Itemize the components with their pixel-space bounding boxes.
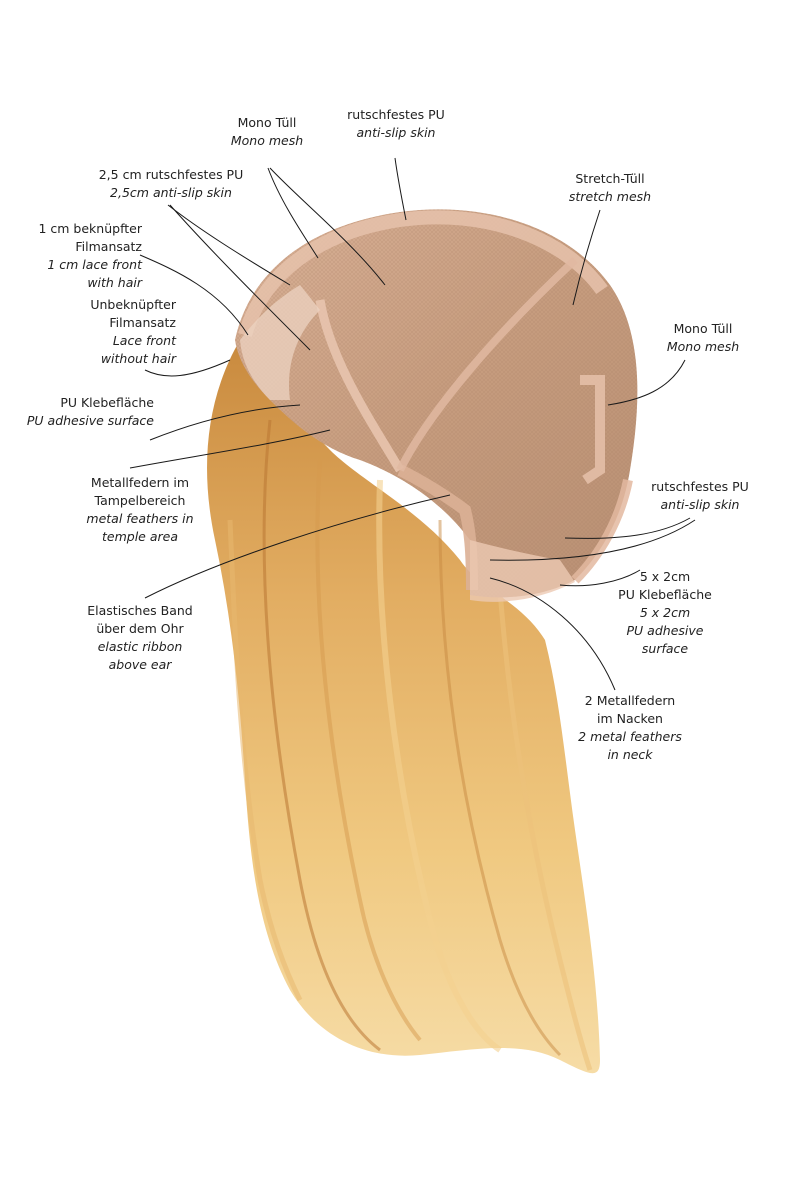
callout-en-line: 2 metal feathers [578,729,682,744]
hair [207,340,600,1074]
callout-de-line: PU Klebefläche [60,395,154,410]
callout-de-line: Unbeknüpfter [90,297,176,312]
callout-en-line: 5 x 2cm [639,605,691,620]
callout-en-line: anti-slip skin [660,497,740,512]
callout-de-line: 2 Metallfedern [584,693,676,708]
callout-en-line: Mono mesh [666,339,740,354]
callout-en-line: anti-slip skin [356,125,436,140]
callout-en-line: PU adhesive [626,623,704,638]
callout-en-line: Mono mesh [230,133,304,148]
leader-rutschfestes-pu-right-a [564,517,691,539]
callout-de-line: 1 cm beknüpfter [38,221,142,236]
leader-metallfedern-neck [489,577,616,691]
callout-de-line: Mono Tüll [237,115,297,130]
callout-en-line: PU adhesive surface [26,413,154,428]
callout-pu-klebeflache: PU Klebefläche PU adhesive surface [10,394,154,430]
leader-metallfedern-temple [129,429,331,469]
leader-unbeknupfter [144,359,231,377]
callout-de-line: im Nacken [597,711,663,726]
callout-pu-klebeflache-5x2: 5 x 2cm PU Klebefläche 5 x 2cm PU adhesi… [610,568,720,658]
callout-de-line: Metallfedern im [90,475,190,490]
callout-de-line: 2,5 cm rutschfestes PU [98,167,244,182]
callout-de-line: Filmansatz [109,315,176,330]
callout-de-line: Stretch-Tüll [575,171,645,186]
callout-rutschfestes-pu-top: rutschfestes PU anti-slip skin [338,106,454,142]
leader-rutschfestes-25-b [169,204,311,351]
leader-stretch-tull [572,209,601,306]
callout-rutschfestes-25: 2,5 cm rutschfestes PU 2,5cm anti-slip s… [90,166,252,202]
callout-en-line: 2,5cm anti-slip skin [110,185,232,200]
callout-de-line: Elastisches Band [87,603,193,618]
leader-pu-klebeflache-5x2 [559,569,641,587]
callout-en-line: with hair [87,275,142,290]
callout-metallfedern-temple: Metallfedern im Tampelbereich metal feat… [70,474,210,546]
callout-en-line: metal feathers in [86,511,194,526]
leader-rutschfestes-pu-top [394,157,407,221]
callout-rutschfestes-pu-right: rutschfestes PU anti-slip skin [642,478,758,514]
leader-mono-tull-top-a [267,167,319,259]
leader-elastisches-band [144,494,451,599]
callout-mono-tull-right: Mono Tüll Mono mesh [658,320,748,356]
callout-en-line: elastic ribbon [97,639,183,654]
callout-en-line: above ear [108,657,172,672]
leader-filmansatz-1cm [139,254,249,336]
callout-de-line: Filmansatz [75,239,142,254]
callout-de-line: Tampelbereich [94,493,186,508]
callout-unbeknupfter: Unbeknüpfter Filmansatz Lace front witho… [60,296,176,368]
leader-pu-klebeflache [149,404,301,441]
callout-en-line: 1 cm lace front [47,257,142,272]
wig-cap [235,209,638,602]
callout-elastisches-band: Elastisches Band über dem Ohr elastic ri… [72,602,208,674]
leader-rutschfestes-pu-right-b [489,519,696,561]
callout-metallfedern-neck: 2 Metallfedern im Nacken 2 metal feather… [560,692,700,764]
callout-en-line: stretch mesh [568,189,652,204]
leader-mono-tull-top-b [269,167,386,286]
callout-en-line: surface [641,641,689,656]
callout-de-line: 5 x 2cm [639,569,691,584]
callout-en-line: without hair [100,351,176,366]
callout-de-line: über dem Ohr [96,621,184,636]
callout-mono-tull-top: Mono Tüll Mono mesh [228,114,306,150]
callout-de-line: PU Klebefläche [618,587,712,602]
callout-en-line: in neck [607,747,653,762]
callout-filmansatz-1cm: 1 cm beknüpfter Filmansatz 1 cm lace fro… [20,220,142,292]
leader-rutschfestes-25-a [167,204,291,286]
callout-de-line: rutschfestes PU [347,107,445,122]
callout-en-line: Lace front [112,333,176,348]
callout-de-line: rutschfestes PU [651,479,749,494]
callout-de-line: Mono Tüll [673,321,733,336]
leader-mono-tull-right [607,359,686,406]
callout-stretch-tull: Stretch-Tüll stretch mesh [560,170,660,206]
callout-en-line: temple area [102,529,178,544]
